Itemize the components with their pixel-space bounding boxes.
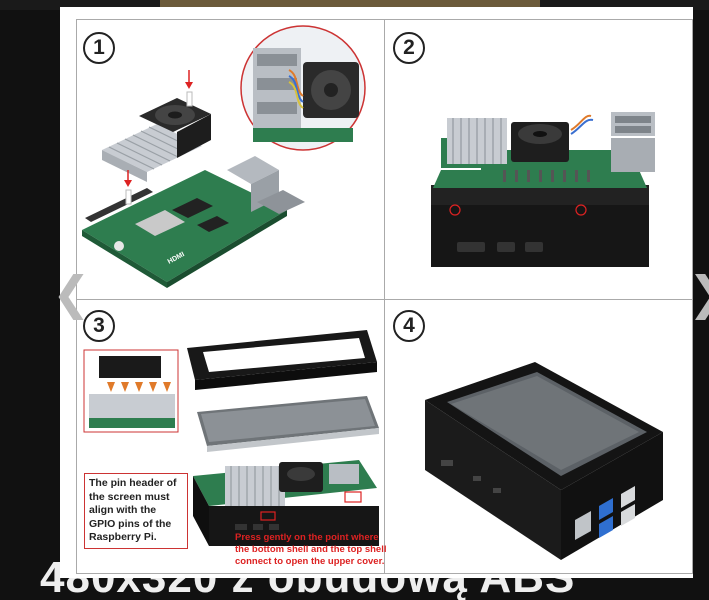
top-strip (0, 0, 709, 10)
step-4-number: 4 (393, 310, 425, 342)
step-4-illustration (425, 362, 663, 560)
step-2-illustration (431, 112, 655, 267)
chevron-right-icon: ❯ (688, 266, 709, 320)
product-image-panel: 1 2 3 4 (60, 7, 693, 578)
grid-divider-horizontal (77, 299, 692, 300)
pcb-board (82, 170, 287, 282)
prev-image-button[interactable]: ❮ (52, 270, 91, 316)
press-instruction-caption: Press gently on the point where the bott… (235, 532, 387, 567)
chevron-left-icon: ❮ (52, 266, 91, 320)
top-thumbnail (160, 0, 540, 10)
next-image-button[interactable]: ❯ (688, 270, 709, 316)
instruction-grid: 1 2 3 4 (76, 19, 693, 574)
step-3-illustration (83, 330, 379, 546)
case-bottom-shell (431, 205, 649, 267)
step-3-number: 3 (83, 310, 115, 342)
grid-divider-vertical (384, 20, 385, 573)
step-1-illustration: HDMI (82, 25, 366, 288)
step-1-number: 1 (83, 32, 115, 64)
step-2-number: 2 (393, 32, 425, 64)
pin-header-caption: The pin header of the screen must align … (84, 473, 188, 549)
